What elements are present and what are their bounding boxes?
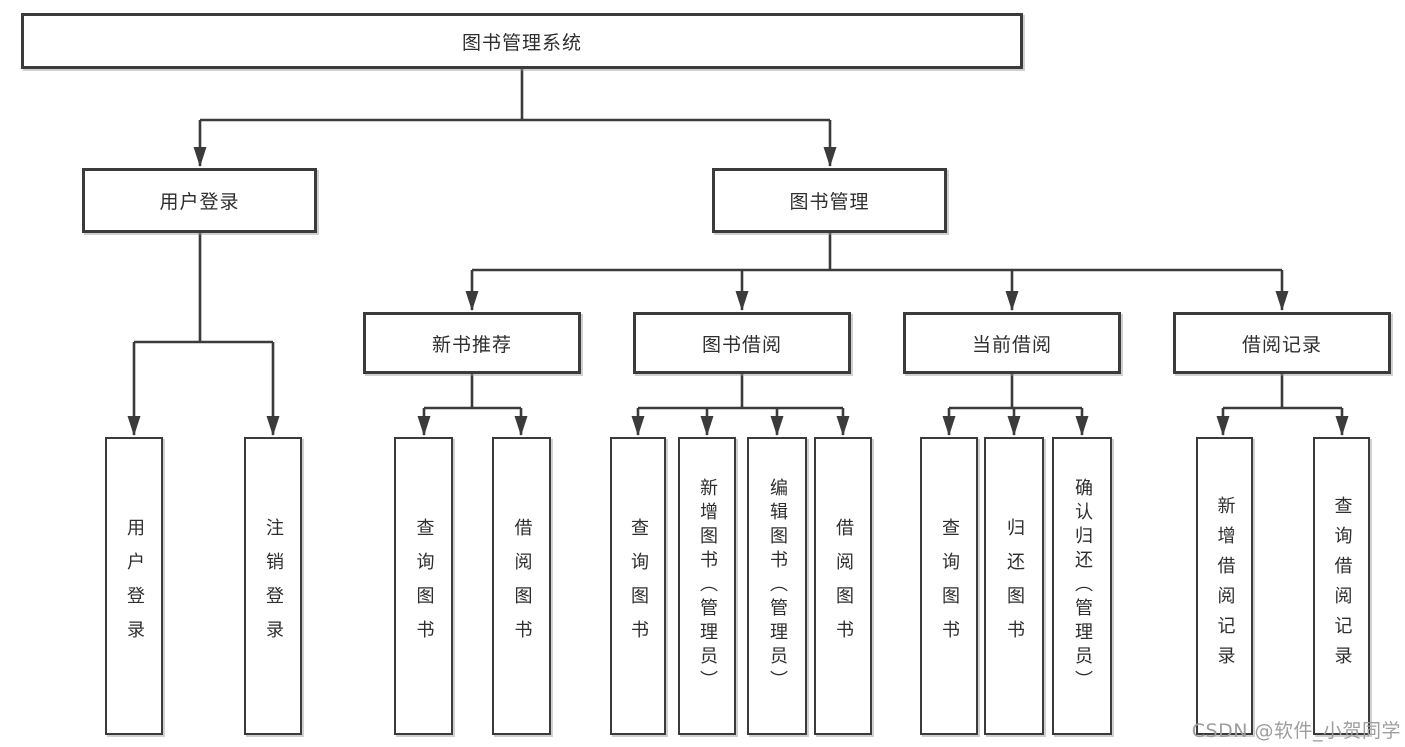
node-label: 注销登录 xyxy=(263,518,284,654)
node-leaf-query-books-1: 查询图书 xyxy=(394,437,453,735)
csdn-watermark: CSDN @软件_小贺同学 xyxy=(1191,720,1401,742)
node-label: 查询图书 xyxy=(628,518,649,654)
node-label: 借阅图书 xyxy=(833,518,854,654)
node-leaf-add-borrow-record: 新增借阅记录 xyxy=(1196,437,1253,735)
node-user-login: 用户登录 xyxy=(82,168,317,233)
node-leaf-borrow-books-2: 借阅图书 xyxy=(814,437,872,735)
node-leaf-query-books-3: 查询图书 xyxy=(920,437,978,735)
node-leaf-query-books-2: 查询图书 xyxy=(610,437,666,735)
node-leaf-user-login: 用户登录 xyxy=(105,437,163,735)
node-current-borrowing: 当前借阅 xyxy=(903,312,1121,374)
node-leaf-confirm-return-admin: 确认归还（管理员） xyxy=(1052,437,1112,735)
node-label: 归还图书 xyxy=(1004,518,1025,654)
node-leaf-return-books: 归还图书 xyxy=(984,437,1044,735)
node-label: 新增图书（管理员） xyxy=(697,478,718,694)
node-library-management-system: 图书管理系统 xyxy=(21,13,1023,69)
node-book-management: 图书管理 xyxy=(712,168,947,233)
node-label: 借阅图书 xyxy=(511,518,533,654)
node-label: 当前借阅 xyxy=(971,333,1052,356)
node-label: 确认归还（管理员） xyxy=(1072,478,1093,694)
node-book-borrowing: 图书借阅 xyxy=(633,312,851,374)
node-label: 查询借阅记录 xyxy=(1331,496,1353,676)
node-label: 图书管理系统 xyxy=(461,31,582,54)
node-leaf-logout: 注销登录 xyxy=(244,437,302,735)
node-leaf-add-books-admin: 新增图书（管理员） xyxy=(678,437,736,735)
node-leaf-edit-books-admin: 编辑图书（管理员） xyxy=(747,437,807,735)
node-label: 用户登录 xyxy=(159,191,240,213)
node-label: 新书推荐 xyxy=(431,333,512,356)
node-label: 新增借阅记录 xyxy=(1214,496,1236,676)
node-label: 查询图书 xyxy=(413,518,435,654)
node-label: 借阅记录 xyxy=(1241,333,1322,356)
node-label: 查询图书 xyxy=(939,518,960,654)
node-leaf-query-borrow-record: 查询借阅记录 xyxy=(1313,437,1370,735)
node-new-book-recommend: 新书推荐 xyxy=(363,312,581,374)
node-label: 图书借阅 xyxy=(701,333,782,356)
node-label: 图书管理 xyxy=(789,191,870,213)
node-leaf-borrow-books-1: 借阅图书 xyxy=(492,437,551,735)
node-label: 编辑图书（管理员） xyxy=(767,478,788,694)
node-label: 用户登录 xyxy=(124,518,145,654)
node-borrowing-records: 借阅记录 xyxy=(1173,312,1391,374)
